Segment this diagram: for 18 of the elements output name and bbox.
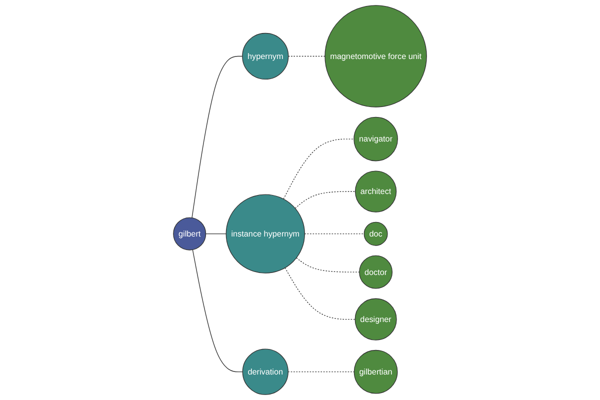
connector <box>296 258 360 272</box>
node-circle: gilbert <box>173 217 206 250</box>
node-circle: derivation <box>242 348 288 395</box>
node-circle: navigator <box>354 116 398 162</box>
connector <box>284 267 356 320</box>
node-circle: doctor <box>359 255 393 289</box>
node-circle: instance hypernym <box>226 194 305 274</box>
node-circle: doc <box>364 222 388 246</box>
node-circle: magnetomotive force unit <box>324 5 427 108</box>
connector <box>192 249 243 372</box>
node-circle: architect <box>354 170 397 212</box>
node-circle: hypernym <box>242 32 289 80</box>
connector <box>283 138 354 200</box>
node-circle: designer <box>354 298 397 340</box>
connector <box>192 56 243 218</box>
connector <box>288 56 326 57</box>
connector <box>294 191 356 209</box>
node-circle: gilbertian <box>354 350 398 394</box>
